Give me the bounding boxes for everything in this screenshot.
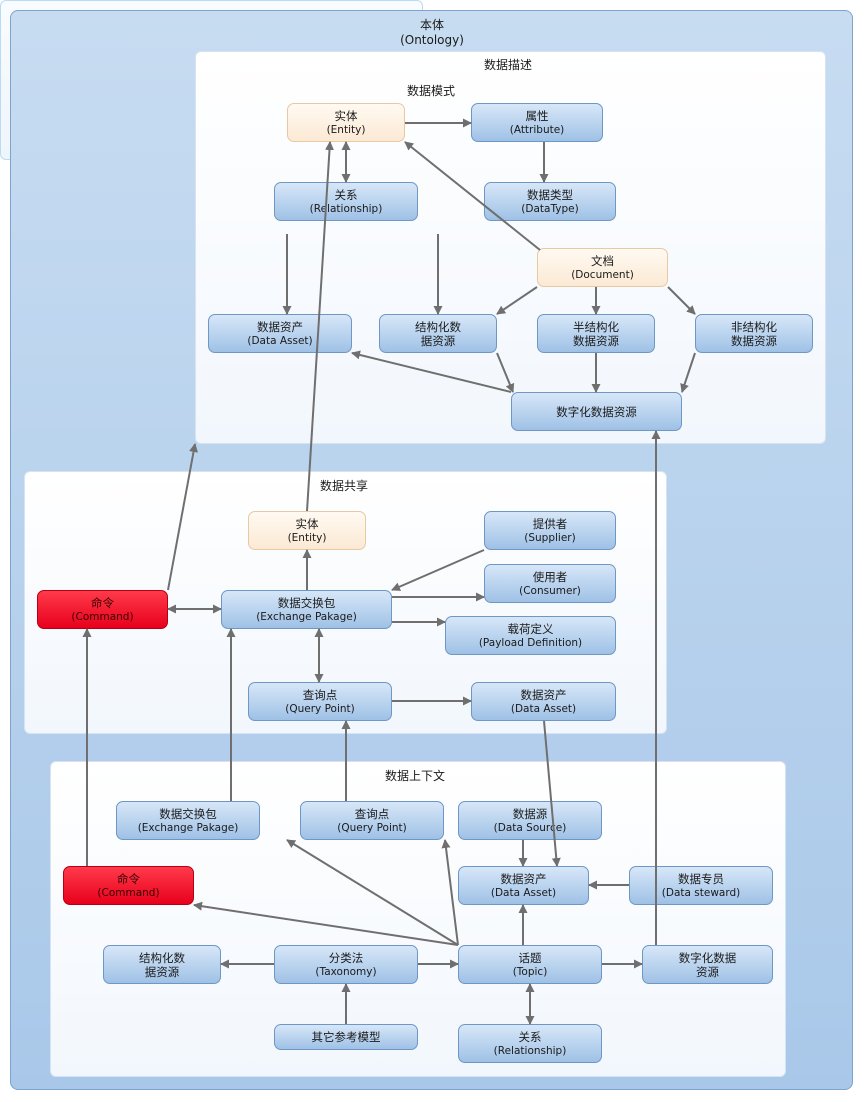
- share-exchange-package-node[interactable]: 数据交换包(Exchange Pakage): [221, 590, 392, 629]
- desc-unstructured-resource-node[interactable]: 非结构化数据资源: [695, 314, 813, 353]
- share-query-point-node[interactable]: 查询点(Query Point): [248, 682, 392, 721]
- ctx-digital-resource-node[interactable]: 数字化数据资源: [642, 945, 773, 984]
- ctx-exchange-package-node[interactable]: 数据交换包(Exchange Pakage): [116, 801, 260, 840]
- arrow-topic-to-exchange: [286, 839, 459, 946]
- arrow-topic-to-query: [441, 839, 459, 946]
- ctx-query-point-node[interactable]: 查询点(Query Point): [300, 801, 444, 840]
- arrow-topic-to-command: [193, 901, 459, 946]
- desc-attribute-node[interactable]: 属性(Attribute): [471, 103, 603, 142]
- arrow-structured-to-digital: [496, 352, 515, 393]
- data-sharing-title: 数据共享: [319, 479, 368, 493]
- ctx-data-source-node[interactable]: 数据源(Data Source): [458, 801, 602, 840]
- data-context-title: 数据上下文: [384, 769, 445, 783]
- arrow-document-to-structured: [496, 286, 538, 315]
- ctx-structured-resource-node[interactable]: 结构化数据资源: [103, 945, 221, 984]
- arrow-supplier-to-exchange: [391, 549, 485, 591]
- ctx-topic-node[interactable]: 话题(Topic): [458, 945, 602, 984]
- ctx-taxonomy-node[interactable]: 分类法(Taxonomy): [274, 945, 418, 984]
- arrow-share-entity-to-desc-entity: [306, 141, 334, 512]
- ontology-title: 本体 (Ontology): [400, 18, 464, 47]
- arrow-digital-to-data-asset: [351, 350, 512, 393]
- desc-semi-structured-resource-node[interactable]: 半结构化数据资源: [537, 314, 655, 353]
- desc-datatype-node[interactable]: 数据类型(DataType): [484, 182, 616, 221]
- data-description-title: 数据描述: [483, 58, 532, 72]
- share-payload-definition-node[interactable]: 载荷定义(Payload Definition): [445, 616, 616, 655]
- data-schema-title: 数据模式: [406, 84, 455, 98]
- desc-entity-node[interactable]: 实体(Entity): [287, 103, 405, 142]
- share-consumer-node[interactable]: 使用者(Consumer): [484, 564, 616, 603]
- ctx-command-node[interactable]: 命令(Command): [63, 866, 194, 905]
- arrow-document-to-entity: [404, 141, 541, 251]
- desc-structured-resource-node[interactable]: 结构化数据资源: [379, 314, 497, 353]
- desc-document-node[interactable]: 文档(Document): [537, 248, 668, 287]
- share-command-node[interactable]: 命令(Command): [37, 590, 168, 629]
- desc-data-asset-node[interactable]: 数据资产(Data Asset): [208, 314, 352, 353]
- arrow-document-to-unstructured: [667, 286, 696, 315]
- arrow-unstructured-to-digital: [680, 352, 696, 393]
- arrow-share-asset-to-ctx-asset: [543, 720, 561, 867]
- desc-relationship-node[interactable]: 关系(Relationship): [274, 182, 418, 221]
- arrow-command-to-description: [167, 443, 198, 591]
- share-supplier-node[interactable]: 提供者(Supplier): [484, 511, 616, 550]
- share-data-asset-node[interactable]: 数据资产(Data Asset): [471, 682, 616, 721]
- ctx-other-reference-models-node[interactable]: 其它参考模型: [274, 1024, 418, 1050]
- ctx-data-steward-node[interactable]: 数据专员(Data steward): [629, 866, 773, 905]
